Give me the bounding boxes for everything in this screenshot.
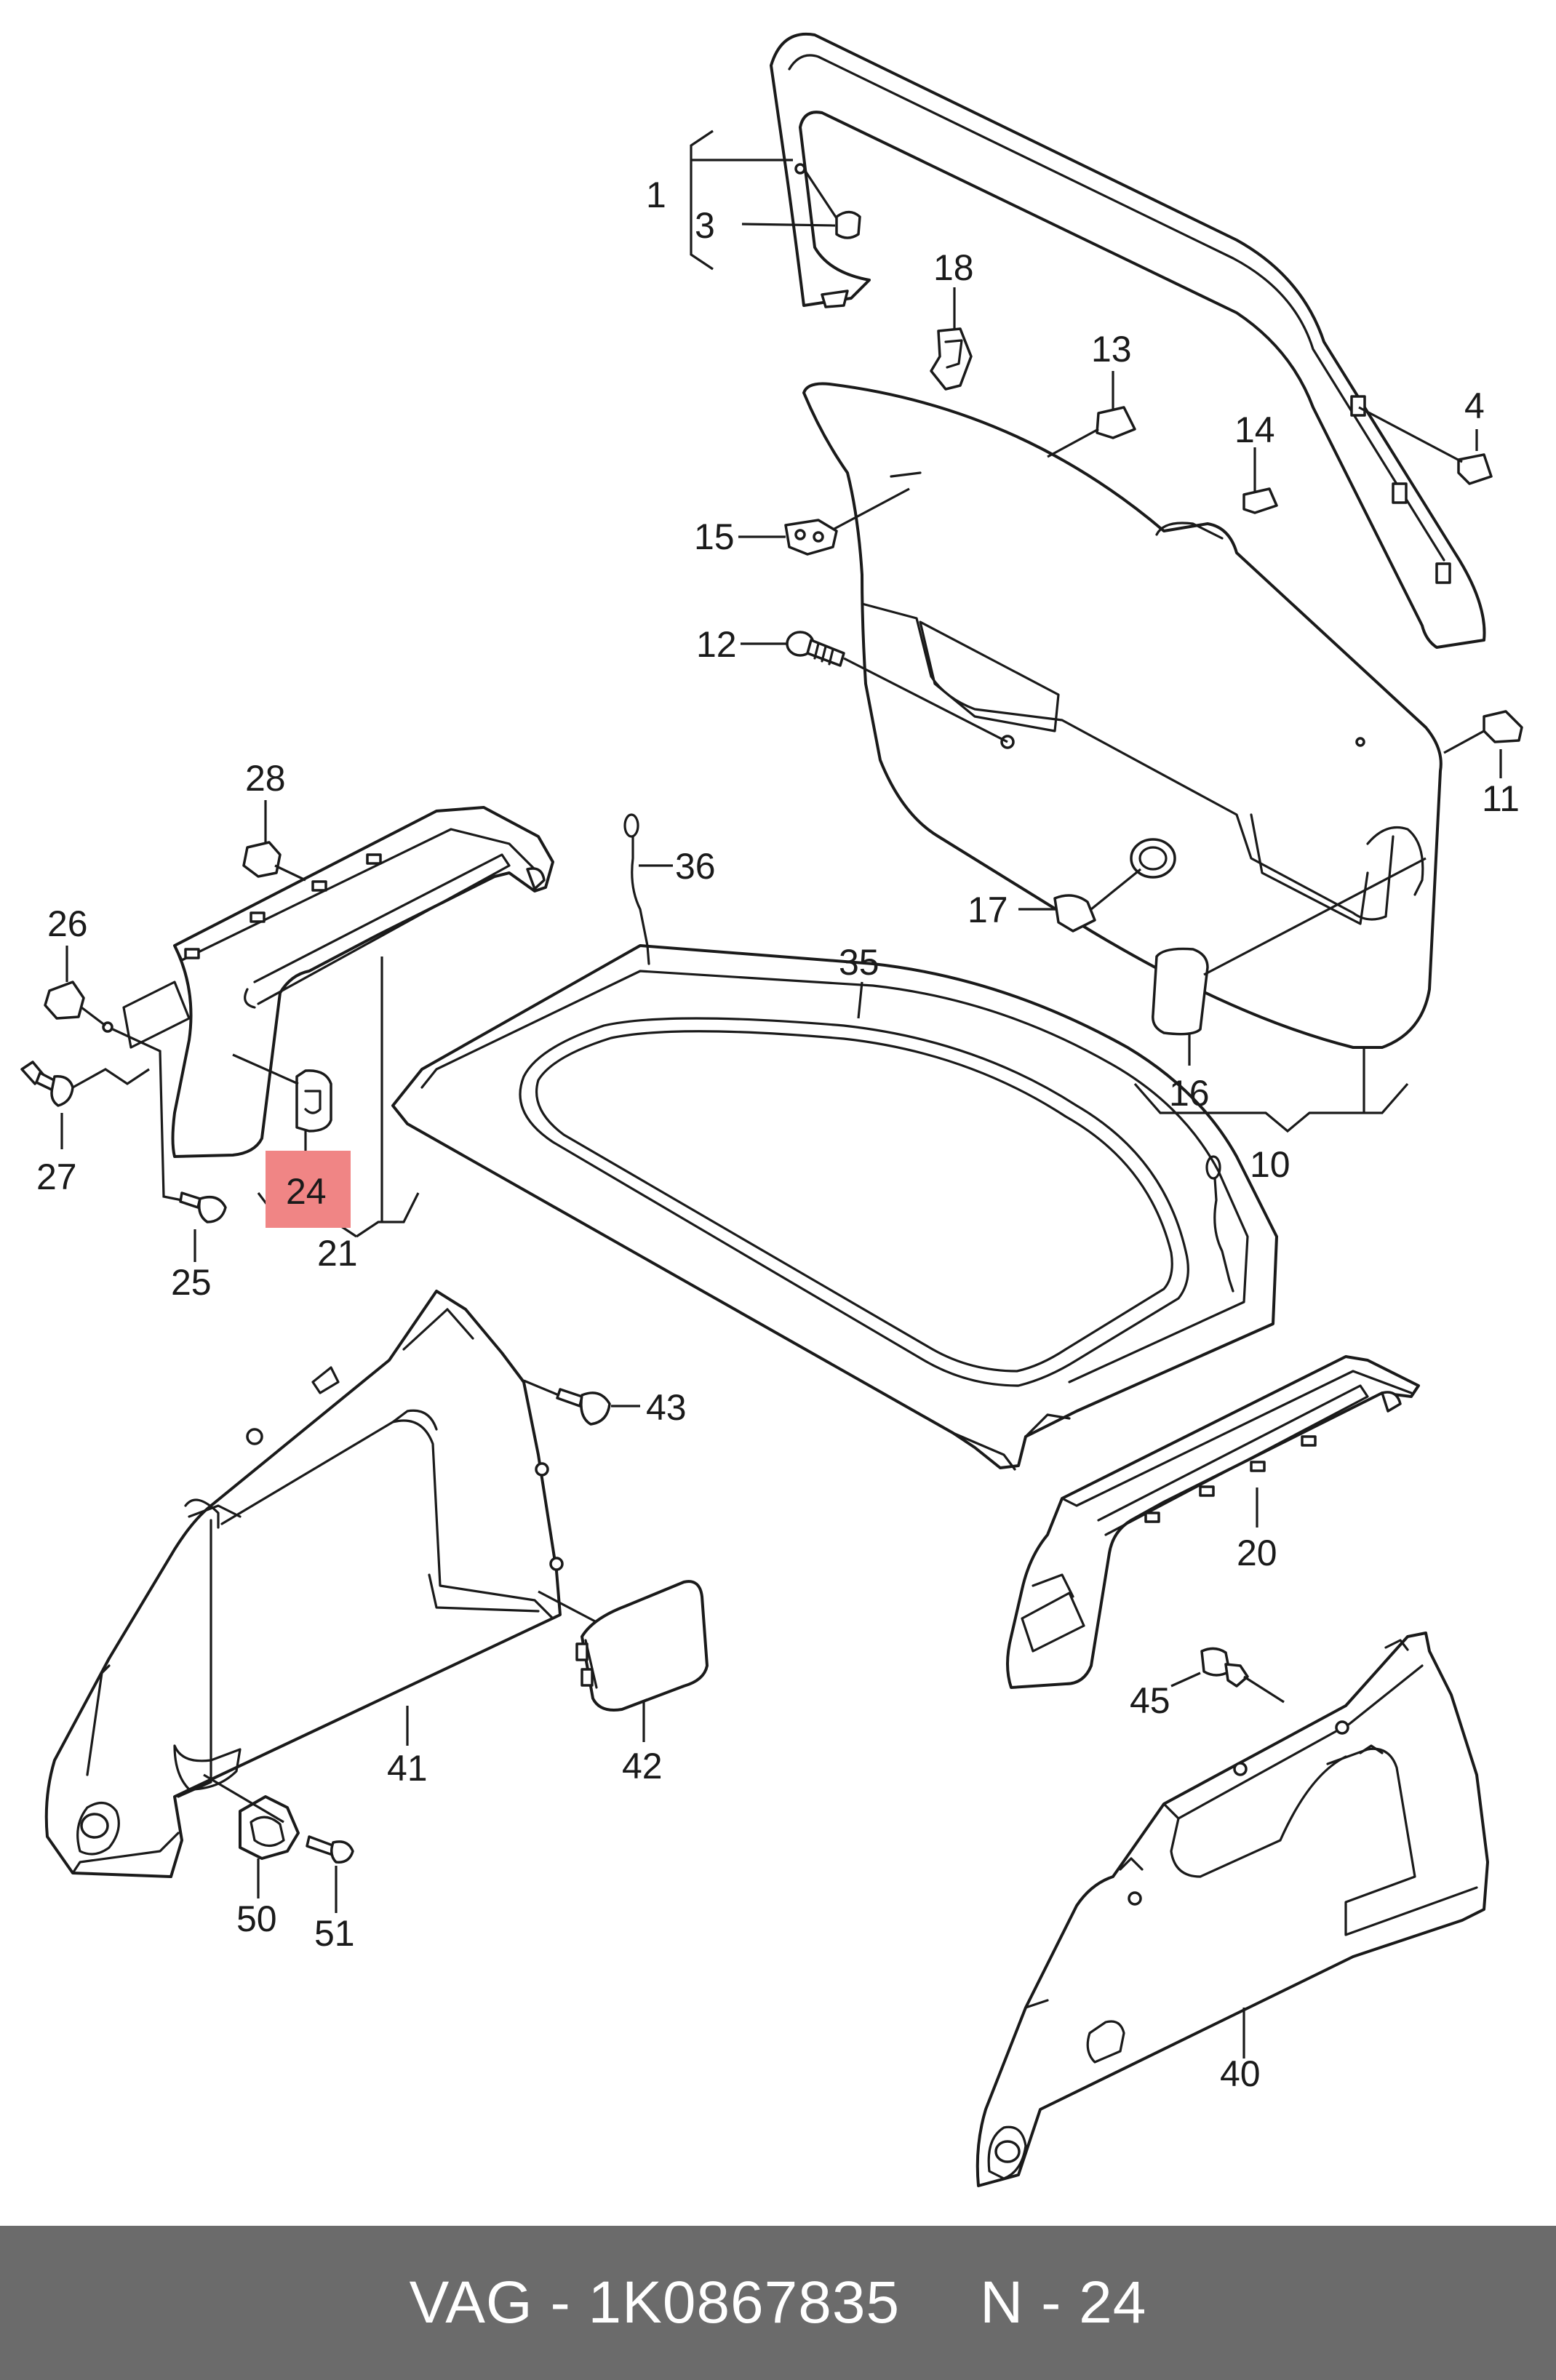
callout-28: 28 (245, 758, 286, 799)
callout-43: 43 (646, 1387, 687, 1428)
callout-13: 13 (1091, 329, 1132, 370)
part-51-screw (306, 1835, 354, 1864)
part-number-text: VAG - 1K0867835 (409, 2269, 901, 2336)
callout-50: 50 (236, 1898, 277, 1939)
callout-16: 16 (1169, 1073, 1210, 1114)
callout-25: 25 (171, 1262, 212, 1303)
callout-24: 24 (286, 1171, 327, 1212)
part-24-clip (295, 1069, 332, 1133)
callout-4: 4 (1464, 386, 1485, 426)
part-3-clip (835, 210, 861, 239)
part-35-cord-right (1205, 1155, 1234, 1293)
part-50-hook (239, 1795, 300, 1860)
part-35-parcel-shelf (391, 944, 1278, 1471)
callout-41: 41 (387, 1748, 428, 1789)
part-4-clip (1457, 453, 1493, 485)
part-40-lower-trim-right (976, 1632, 1489, 2187)
callout-3: 3 (695, 205, 715, 246)
callout-21: 21 (317, 1233, 358, 1274)
part-16-cover (1152, 947, 1209, 1036)
part-36-cord (623, 813, 650, 965)
diagram-position-text: N - 24 (980, 2269, 1147, 2336)
part-10-tailgate-trim (802, 382, 1443, 1049)
part-13-clip (1096, 406, 1136, 439)
part-12-screw (786, 631, 845, 667)
part-number-footer: VAG - 1K0867835 N - 24 (0, 2226, 1556, 2380)
callout-17: 17 (967, 890, 1008, 930)
callout-27: 27 (36, 1157, 77, 1197)
part-20-side-trim-right (1006, 1355, 1420, 1689)
part-42-cover (575, 1580, 709, 1712)
part-14-clip (1242, 487, 1278, 514)
callout-20: 20 (1237, 1533, 1277, 1573)
callout-36: 36 (675, 846, 716, 887)
part-45-clip (1200, 1647, 1249, 1688)
part-26-nut (44, 981, 85, 1020)
callout-35: 35 (839, 942, 879, 983)
callout-26: 26 (47, 903, 88, 944)
part-27-bolt (20, 1061, 74, 1107)
callout-14: 14 (1234, 410, 1275, 450)
callout-12: 12 (696, 624, 737, 665)
callout-10: 10 (1250, 1144, 1290, 1185)
callout-45: 45 (1130, 1680, 1170, 1721)
callout-18: 18 (933, 247, 974, 288)
part-17-cap (1053, 894, 1096, 933)
callout-labels: 1 3 4 10 11 12 13 14 15 16 17 18 20 21 2… (36, 175, 1520, 2094)
callout-11: 11 (1482, 778, 1520, 819)
callout-40: 40 (1220, 2053, 1261, 2094)
callout-1: 1 (646, 175, 666, 215)
part-11-clip (1483, 710, 1523, 743)
part-43-screw (556, 1388, 611, 1426)
parts-diagram: 1 3 4 10 11 12 13 14 15 16 17 18 20 21 2… (20, 32, 1523, 2187)
callout-51: 51 (314, 1913, 355, 1954)
part-28-clip (242, 841, 282, 878)
part-18-clip (930, 327, 973, 391)
callout-42: 42 (622, 1746, 663, 1786)
part-25-screw (179, 1191, 227, 1223)
part-41-lower-trim-left (44, 1290, 564, 1878)
part-1-tailgate-frame (770, 32, 1486, 649)
highlight-box-24 (266, 1151, 351, 1228)
leader-lines (60, 129, 1502, 2058)
callout-15: 15 (694, 516, 735, 557)
part-15-bracket (784, 519, 838, 556)
